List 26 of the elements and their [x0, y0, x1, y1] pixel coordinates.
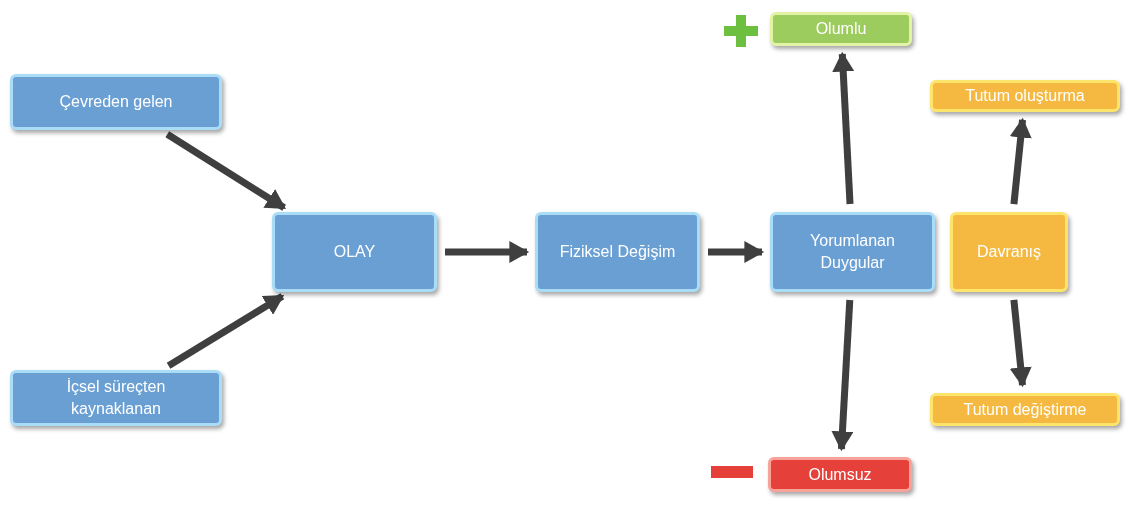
process-box	[535, 212, 700, 292]
arrow	[831, 299, 854, 452]
process-box	[10, 370, 222, 426]
arrow	[166, 293, 285, 369]
box-label: Yorumlanan Duygular	[809, 231, 896, 273]
box-label: Olumlu	[815, 19, 867, 39]
arrow	[1009, 117, 1032, 205]
box-label: İçsel süreçten kaynaklanan	[65, 377, 167, 419]
process-box	[272, 212, 437, 292]
process-box	[950, 212, 1068, 292]
box-label: OLAY	[333, 242, 376, 262]
box-label: Tutum değiştirme	[963, 399, 1087, 420]
arrow	[165, 131, 286, 211]
box-label: Tutum oluşturma	[965, 86, 1085, 106]
box-label: Davranış	[977, 242, 1041, 262]
box-label: Olumsuz	[808, 464, 872, 485]
process-box	[768, 457, 912, 492]
box-label: Fiziksel Değişim	[559, 242, 676, 262]
process-box	[930, 80, 1120, 112]
box-label: Çevreden gelen	[59, 92, 173, 112]
process-box	[770, 12, 912, 46]
arrow	[832, 51, 855, 205]
process-box	[10, 74, 222, 130]
arrow	[1009, 299, 1032, 388]
process-box	[930, 393, 1120, 426]
process-box	[770, 212, 935, 292]
